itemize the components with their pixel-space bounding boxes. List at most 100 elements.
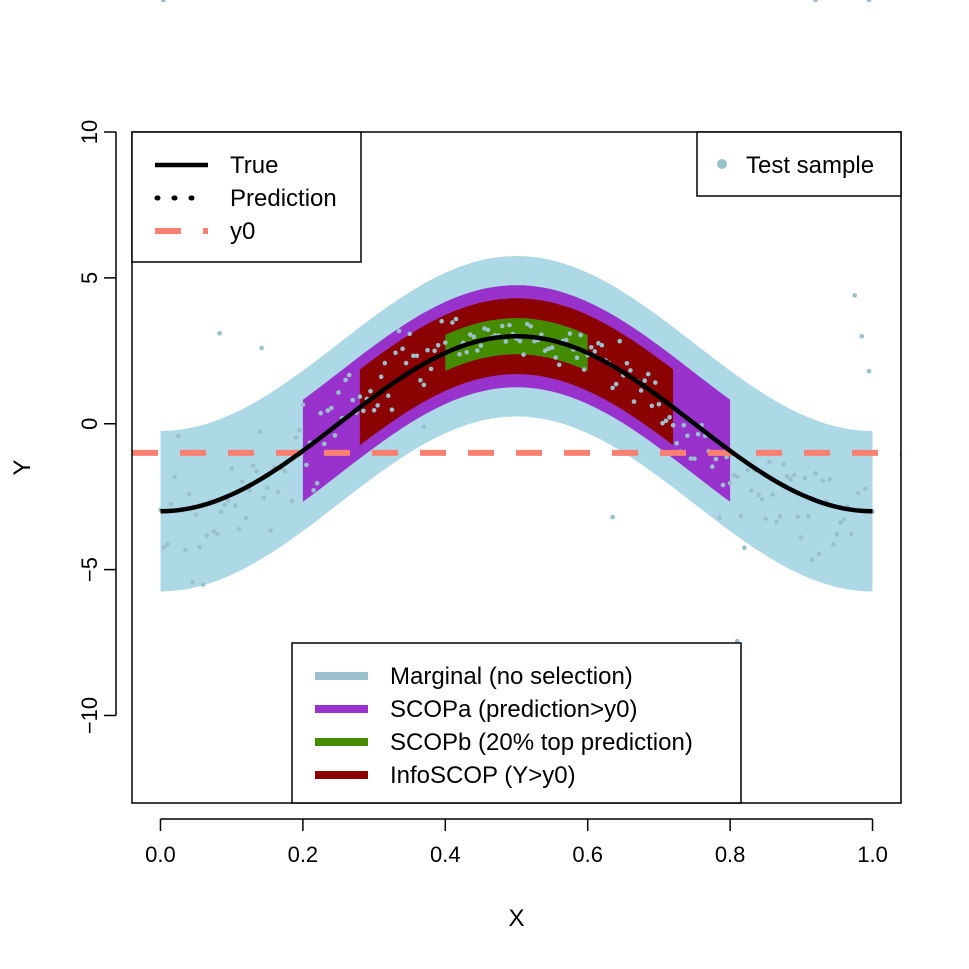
test-sample-point [254, 469, 259, 474]
test-sample-point [382, 360, 388, 366]
test-sample-point [471, 334, 477, 340]
test-sample-point [197, 544, 202, 550]
test-sample-point [841, 517, 847, 522]
test-sample-point [806, 514, 811, 519]
test-sample-point [257, 429, 263, 434]
test-sample-point [866, 368, 872, 374]
test-sample-point [809, 557, 815, 562]
test-sample-point [507, 322, 512, 328]
test-sample-point [788, 476, 793, 482]
test-sample-point [318, 410, 324, 416]
test-sample-point [421, 382, 427, 388]
x-axis-title: X [508, 905, 524, 932]
test-sample-point [211, 529, 217, 534]
test-sample-point [259, 345, 264, 351]
test-sample-point [204, 533, 210, 539]
legend-box [696, 131, 902, 197]
test-sample-point [217, 331, 222, 336]
legend-label: SCOPb (20% top prediction) [390, 729, 693, 756]
test-sample-point [176, 433, 181, 439]
test-sample-point [542, 348, 548, 354]
legend-label: Prediction [230, 185, 337, 212]
test-sample-point [856, 490, 861, 496]
legend-bottom: Marginal (no selection) SCOPa (prediction… [291, 642, 742, 804]
test-sample-point [183, 547, 188, 553]
test-sample-point [596, 340, 601, 346]
test-sample-point [774, 519, 779, 525]
test-sample-point [720, 482, 726, 488]
test-sample-point [556, 362, 562, 368]
legend-label: InfoSCOP (Y>y0) [390, 762, 576, 789]
test-sample-point [727, 481, 733, 486]
test-sample-point [232, 503, 238, 509]
test-sample-point [368, 388, 373, 394]
test-sample-point [297, 427, 302, 433]
test-sample-point [517, 338, 523, 344]
test-sample-point [186, 492, 192, 497]
test-sample-point [685, 433, 690, 439]
legend-label: y0 [230, 218, 255, 245]
test-sample-point [250, 463, 256, 469]
test-sample-point [322, 441, 327, 447]
test-sample-point [553, 355, 558, 360]
y-tick-label: −5 [77, 557, 102, 582]
test-sample-point [710, 464, 715, 469]
test-sample-point [866, 0, 872, 3]
test-sample-point [425, 347, 430, 353]
test-sample-point [329, 405, 334, 411]
test-sample-point [240, 479, 245, 484]
test-sample-point [357, 394, 363, 399]
test-sample-point [200, 582, 206, 587]
y-tick-label: 5 [77, 272, 102, 284]
test-sample-point [293, 435, 299, 440]
test-sample-point [407, 331, 413, 337]
test-sample-point [161, 0, 166, 3]
test-sample-point [375, 403, 381, 408]
test-sample-point [767, 459, 772, 465]
test-sample-point [670, 422, 676, 428]
legend-top-right: Test sample [696, 131, 902, 197]
test-sample-point [300, 402, 306, 408]
bands-layer [160, 256, 873, 592]
test-sample-point [172, 474, 177, 480]
test-sample-point [795, 514, 801, 520]
test-sample-point [400, 346, 405, 352]
test-sample-point [589, 345, 594, 350]
test-sample-point [304, 462, 309, 468]
test-sample-point [838, 520, 843, 525]
test-sample-point [763, 516, 768, 521]
test-sample-point [770, 492, 776, 497]
test-sample-point [218, 509, 224, 514]
test-sample-point [656, 401, 662, 407]
test-sample-point [478, 343, 484, 348]
test-sample-point [863, 486, 868, 492]
band-3 [445, 318, 588, 371]
test-sample-point [193, 512, 199, 518]
y-axis-title: Y [9, 459, 36, 475]
test-sample-point [467, 332, 473, 337]
test-sample-point [314, 481, 320, 486]
test-sample-point [642, 378, 647, 383]
test-sample-point [325, 408, 331, 413]
test-sample-point [418, 378, 423, 383]
legend-box [131, 131, 362, 263]
test-sample-point [414, 353, 420, 359]
test-sample-point [432, 348, 437, 354]
test-sample-point [653, 380, 658, 385]
test-sample-point [346, 372, 352, 378]
test-sample-point [453, 316, 459, 322]
test-sample-point [813, 471, 818, 476]
test-sample-point [567, 331, 573, 336]
test-sample-point [421, 424, 427, 430]
test-sample-point [820, 478, 825, 484]
legend-label: SCOPa (prediction>y0) [390, 696, 637, 723]
test-sample-point [564, 337, 569, 343]
test-sample-point [734, 474, 740, 480]
test-sample-point [386, 393, 391, 399]
legend-key [717, 159, 727, 169]
legend-label: Marginal (no selection) [390, 663, 633, 690]
test-sample-point [378, 374, 384, 380]
y-tick-label: 0 [77, 418, 102, 430]
